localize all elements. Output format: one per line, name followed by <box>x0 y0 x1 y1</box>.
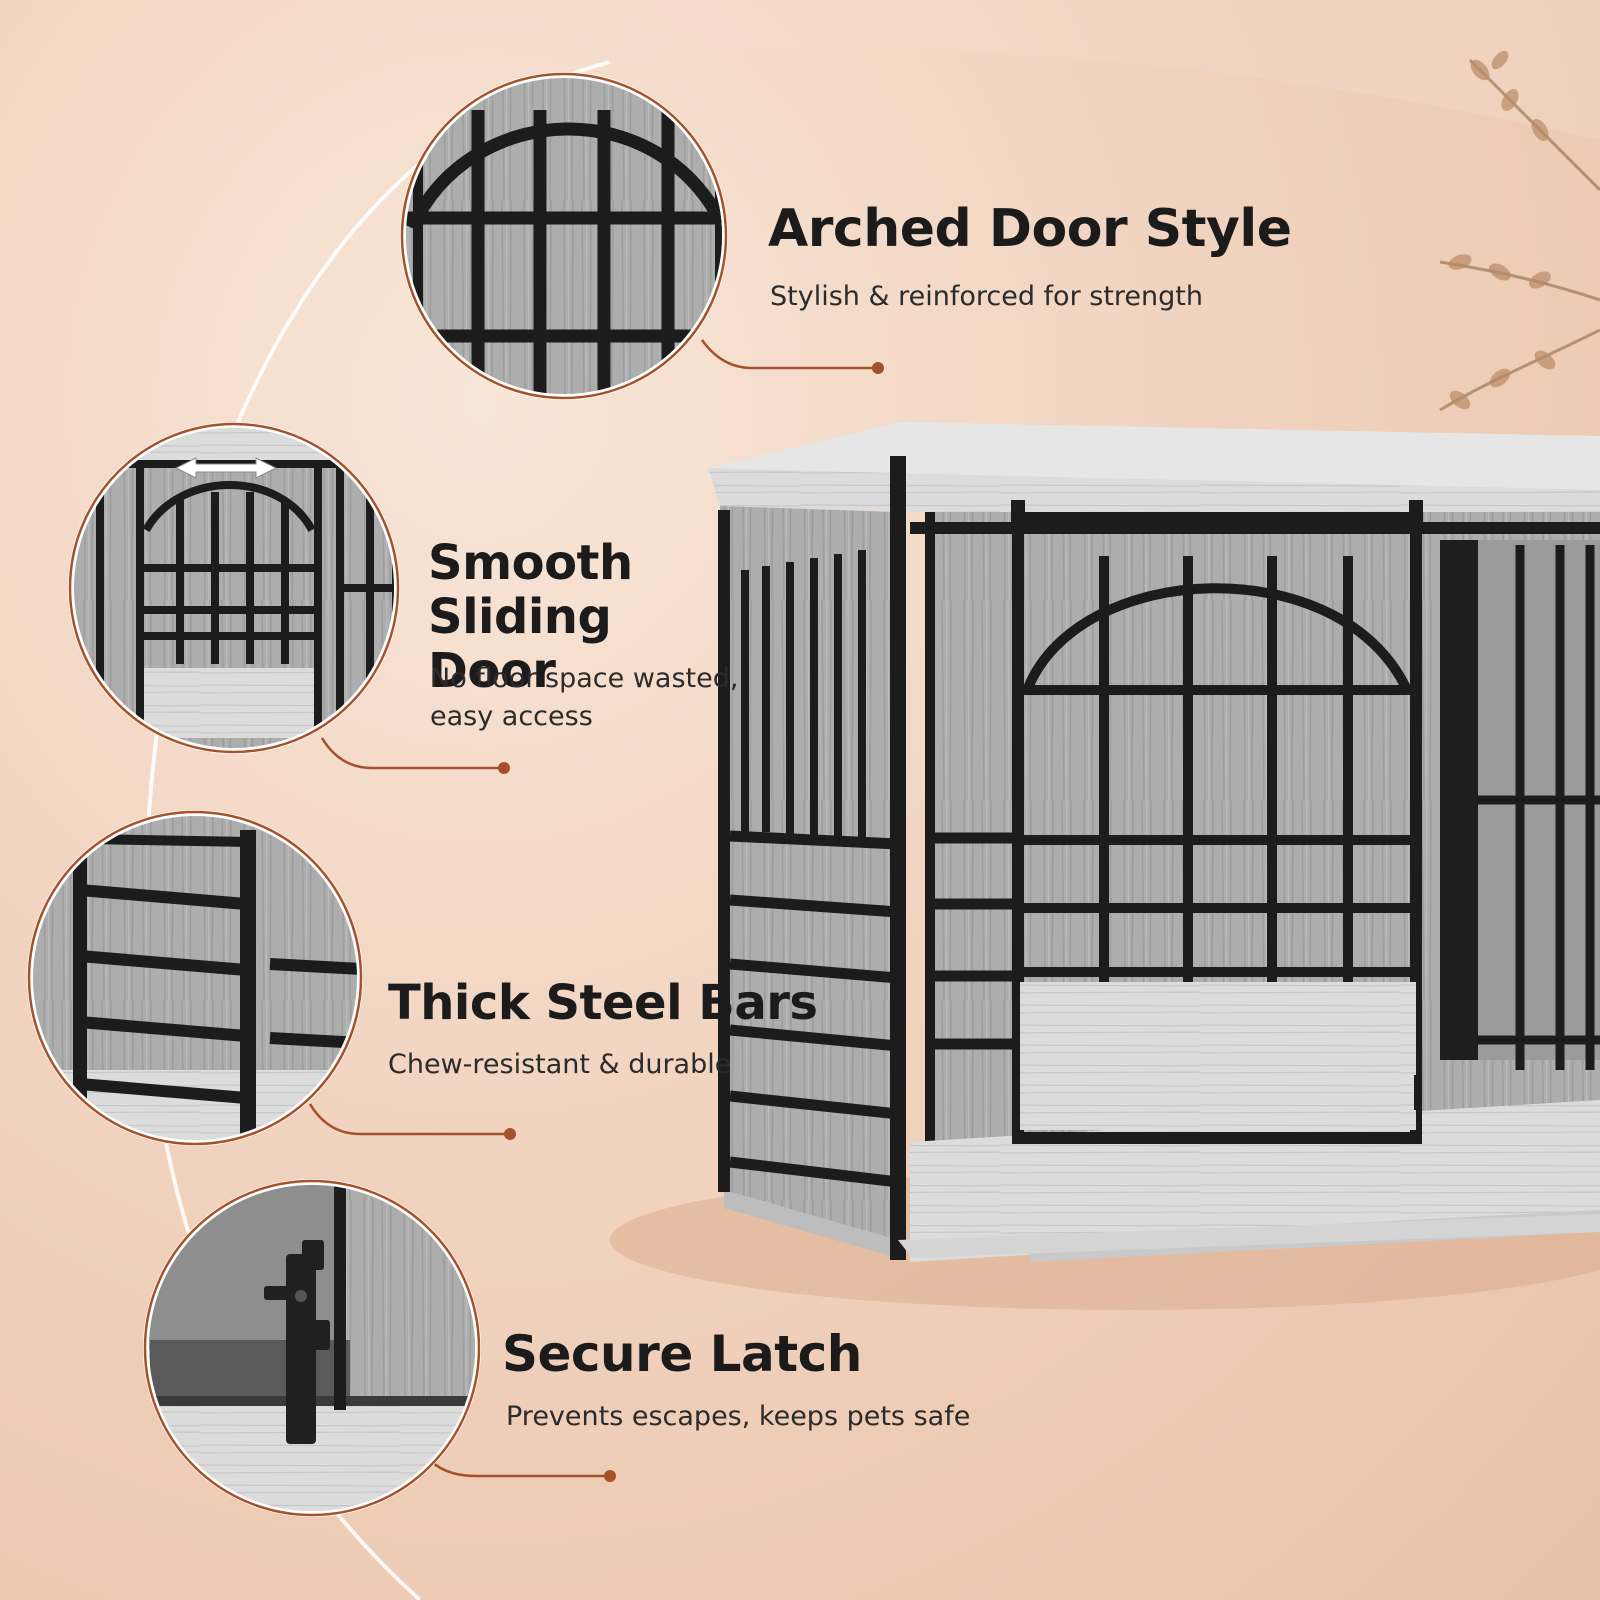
feature-title-arched-door: Arched Door Style <box>768 199 1292 259</box>
feature-subtitle-arched-door: Stylish & reinforced for strength <box>770 281 1203 312</box>
feature-title-secure-latch: Secure Latch <box>502 1325 862 1383</box>
feature-title-sliding-door: Smooth Sliding Door <box>428 535 633 700</box>
feature-subtitle-secure-latch: Prevents escapes, keeps pets safe <box>506 1401 971 1432</box>
sliding-door <box>1011 500 1423 1144</box>
slide-arrow-icon <box>174 457 278 479</box>
arched-door-closeup <box>400 72 728 400</box>
feature-subtitle-steel-bars: Chew-resistant & durable <box>388 1049 732 1080</box>
latch-bolt-icon <box>264 1240 330 1444</box>
connector-lines <box>308 339 878 1478</box>
feature-title-steel-bars: Thick Steel Bars <box>388 975 818 1031</box>
steel-bars-closeup <box>27 810 363 1146</box>
kennel-product <box>708 422 1600 1262</box>
latch-closeup <box>143 1179 481 1517</box>
sliding-door-closeup <box>68 422 400 754</box>
feature-subtitle-sliding-door: No floor space wasted, easy access <box>430 663 739 732</box>
